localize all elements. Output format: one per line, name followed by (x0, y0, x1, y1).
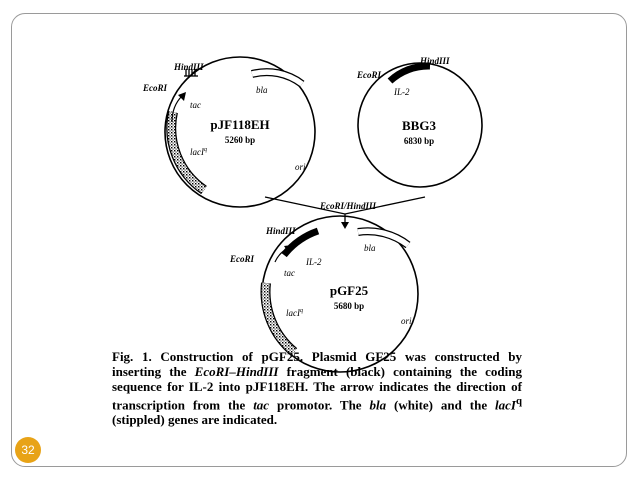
tac-arrowhead (178, 92, 186, 101)
label-il2-3: IL-2 (305, 257, 322, 267)
laci-gene (167, 111, 207, 194)
label-hindiii-1: HindIII (173, 62, 204, 72)
label-ecori-3: EcoRI (229, 254, 255, 264)
plasmid-size-2: 6830 bp (404, 136, 434, 146)
bla-gene-3 (357, 228, 410, 248)
label-ecori-hindiii: EcoRI/HindIII (319, 201, 377, 211)
label-bla-1: bla (256, 85, 268, 95)
label-tac-3: tac (284, 268, 295, 278)
figure-caption: Fig. 1. Construction of pGF25. Plasmid G… (112, 349, 522, 428)
plasmid-pgf25: HindIII EcoRI IL-2 tac bla lacIq ori pGF… (229, 215, 419, 373)
tac-arrowhead-3 (284, 245, 292, 252)
plasmid-name-2: BBG3 (402, 118, 436, 133)
label-laci-1: lacIq (190, 147, 207, 157)
label-ecori-2: EcoRI (356, 70, 382, 80)
slide-frame (11, 13, 627, 467)
plasmid-size-3: 5680 bp (334, 301, 364, 311)
tac-arrow (171, 95, 183, 123)
laci-gene-3 (261, 282, 297, 355)
page-number-badge: 32 (15, 437, 41, 463)
plasmid-size-1: 5260 bp (225, 135, 255, 145)
il2-fragment-3 (281, 227, 320, 258)
il2-fragment-1 (387, 62, 431, 84)
plasmid-pjf118eh: HindIII EcoRI tac bla lacIq ori pJF118EH… (142, 56, 316, 208)
label-bla-3: bla (364, 243, 376, 253)
label-laci-3: lacIq (286, 308, 303, 318)
label-tac-1: tac (190, 100, 201, 110)
bla-gene (251, 69, 304, 87)
plasmid-bbg3: HindIII EcoRI IL-2 BBG3 6830 bp (356, 56, 483, 188)
restriction-arrow: EcoRI/HindIII (264, 196, 426, 229)
label-hindiii-3: HindIII (265, 226, 296, 236)
label-ori-1: ori (295, 162, 306, 172)
plasmid-name-3: pGF25 (330, 283, 369, 298)
label-ori-3: ori (401, 316, 412, 326)
cloning-site-hash (183, 68, 198, 83)
plasmid-name-1: pJF118EH (210, 117, 269, 132)
label-il2-2: IL-2 (393, 87, 410, 97)
label-ecori-1: EcoRI (142, 83, 168, 93)
plasmid-pjf118eh-ring (164, 56, 316, 208)
label-hindiii-2: HindIII (419, 56, 450, 66)
